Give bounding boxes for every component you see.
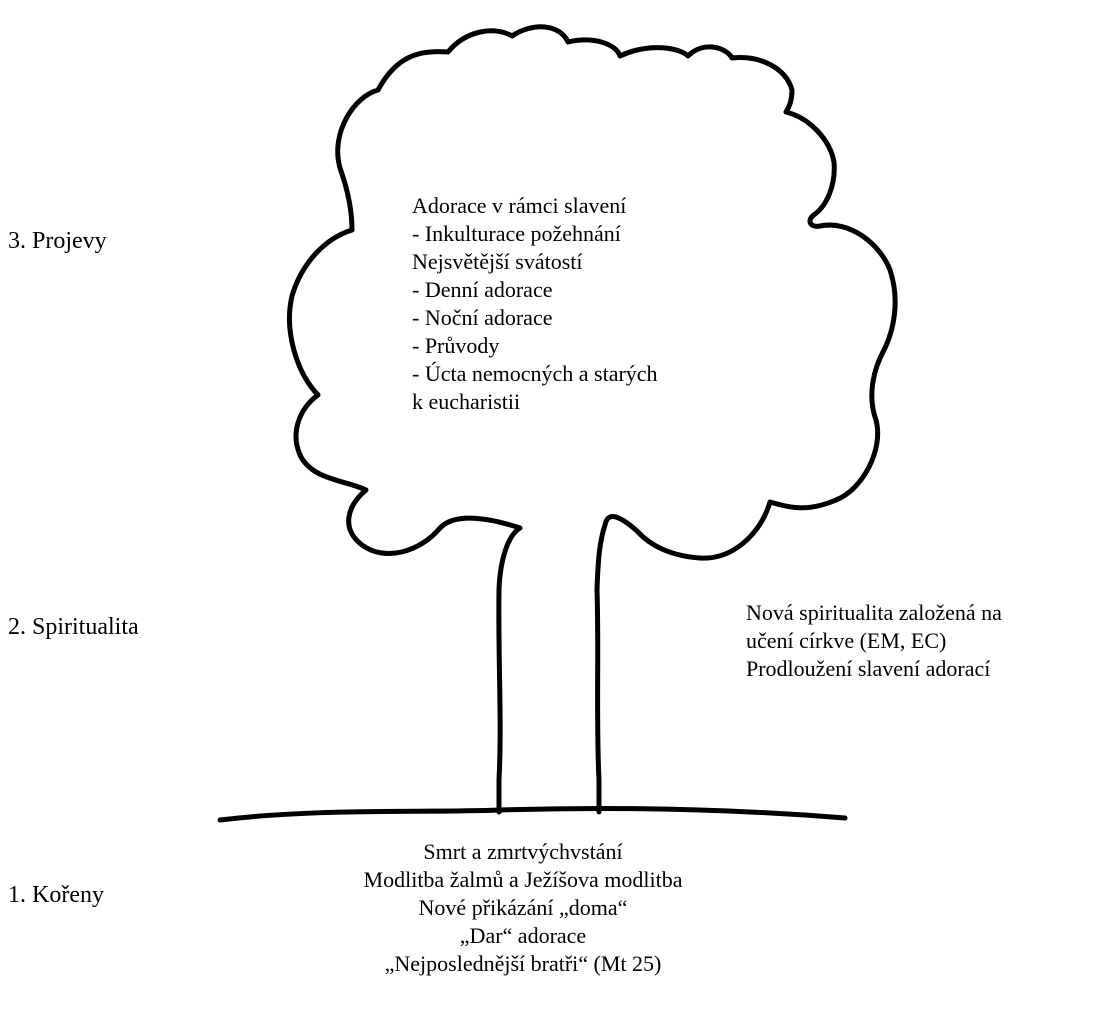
spirituality-text: Nová spiritualita založená na učení círk… <box>746 599 1002 683</box>
spirituality-line: učení církve (EM, EC) <box>746 628 947 653</box>
canopy-line: k eucharistii <box>412 389 521 414</box>
ground-line <box>217 806 848 823</box>
roots-line: Smrt a zmrtvýchvstání <box>423 839 623 864</box>
spirituality-line: Prodloužení slavení adorací <box>746 656 991 681</box>
level-label-projevy: 3. Projevy <box>8 228 107 254</box>
tree-canopy-outline <box>287 24 898 593</box>
canopy-line: - Úcta nemocných a starých <box>412 361 658 386</box>
canopy-line: - Denní adorace <box>412 277 553 302</box>
level-label-koreny: 1. Kořeny <box>8 882 104 908</box>
canopy-line: Nejsvětější svátostí <box>412 249 583 274</box>
canopy-text: Adorace v rámci slavení - Inkulturace po… <box>412 192 658 416</box>
spirituality-line: Nová spiritualita založená na <box>746 600 1002 625</box>
canopy-line: - Noční adorace <box>412 305 553 330</box>
canopy-line: - Průvody <box>412 333 500 358</box>
roots-line: „Nejposlednější bratři“ (Mt 25) <box>384 951 662 976</box>
canopy-line: Adorace v rámci slavení <box>412 193 627 218</box>
tree-trunk-left <box>496 587 503 815</box>
tree-trunk-right <box>594 587 602 815</box>
roots-line: Nové přikázání „doma“ <box>418 895 628 920</box>
roots-line: Modlitba žalmů a Ježíšova modlitba <box>363 867 683 892</box>
roots-line: „Dar“ adorace <box>459 923 587 948</box>
level-label-spiritualita: 2. Spiritualita <box>8 614 139 640</box>
canopy-line: - Inkulturace požehnání <box>412 221 621 246</box>
roots-text: Smrt a zmrtvýchvstání Modlitba žalmů a J… <box>300 838 746 978</box>
